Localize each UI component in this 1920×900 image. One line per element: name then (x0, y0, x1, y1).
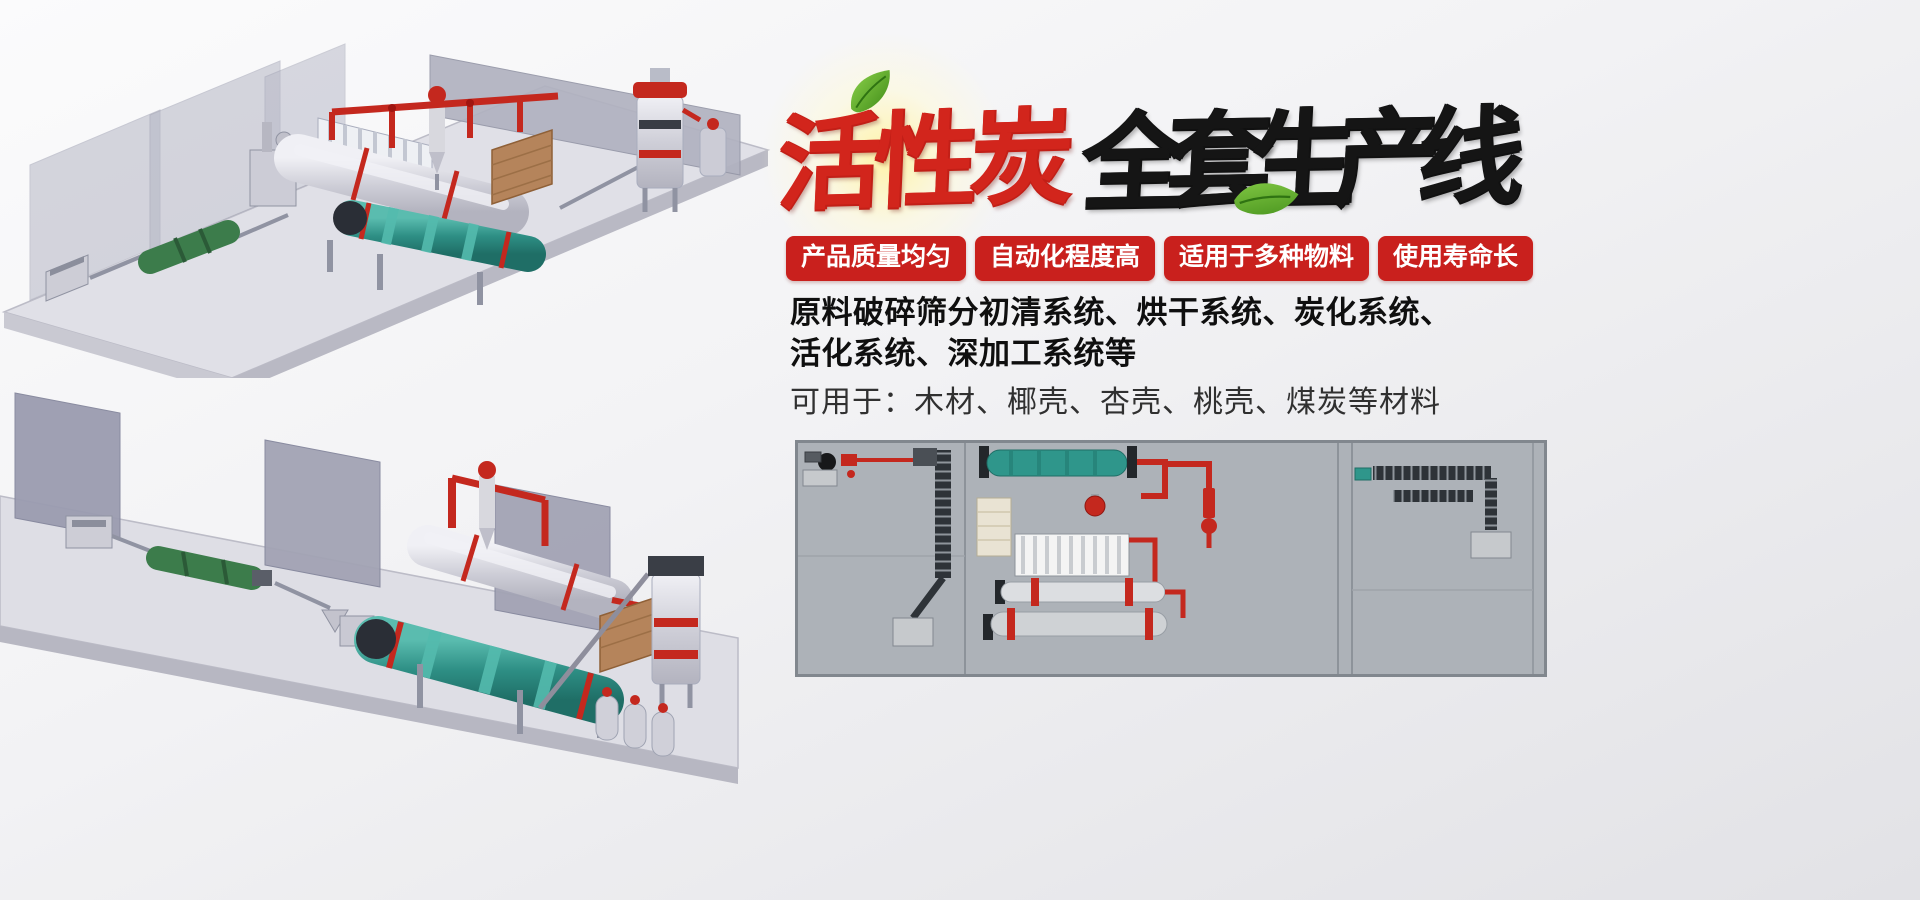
badge-lifespan: 使用寿命长 (1378, 236, 1534, 281)
inclined-conveyor (538, 572, 650, 710)
gray-cylinder-2 (983, 608, 1168, 640)
brick-furnace (491, 128, 553, 206)
teal-drum-plan (979, 446, 1137, 478)
systems-line-2: 活化系统、深加工系统等 (790, 336, 1137, 371)
badge-materials: 适用于多种物料 (1164, 236, 1370, 281)
layout-diagram-illustration (795, 440, 1547, 677)
green-drum (138, 220, 240, 274)
activation-furnace (559, 68, 727, 212)
furnace-tower-2 (648, 556, 704, 708)
bottom-render-illustration (0, 392, 739, 784)
red-pipes-plan (1084, 459, 1217, 548)
production-line-3d-render-bottom (0, 378, 760, 900)
feed-hopper-2 (65, 515, 113, 549)
production-line-3d-render-top (0, 0, 780, 378)
badge-product-quality: 产品质量均匀 (786, 236, 967, 281)
support-legs (327, 240, 483, 305)
badge-automation: 自动化程度高 (975, 236, 1156, 281)
rotary-dryer-drum-2 (407, 525, 633, 621)
top-render-illustration (1, 43, 771, 378)
systems-line-1: 原料破碎筛分初清系统、烘干系统、炭化系统、 (790, 295, 1452, 330)
conveyor-4 (274, 581, 331, 610)
title-black-text: 全套生产线 (1078, 98, 1505, 224)
description-block: 原料破碎筛分初清系统、烘干系统、炭化系统、 活化系统、深加工系统等 可用于：木材… (790, 292, 1540, 422)
feature-badges: 产品质量均匀 自动化程度高 适用于多种物料 使用寿命长 (786, 236, 1534, 281)
carbonization-drum (333, 200, 546, 272)
leaf-icon (851, 70, 890, 113)
cyclone-filter-2 (478, 461, 496, 550)
feed-box (892, 617, 934, 647)
materials-line: 可用于：木材、椰壳、杏壳、桃壳、煤炭等材料 (790, 386, 1441, 419)
rotary-dryer-drum (274, 134, 529, 236)
conveyor-2 (229, 213, 289, 242)
green-drum-2 (146, 546, 272, 590)
feed-chute (910, 575, 946, 621)
production-line-layout-diagram (795, 440, 1547, 677)
packing-conveyors (1354, 466, 1512, 559)
bucket-elevator (935, 450, 951, 578)
red-piping (329, 92, 559, 148)
title-red-text: 活性炭 (774, 100, 1069, 224)
leaf-icon (1234, 183, 1299, 215)
activation-drum (339, 615, 624, 724)
cooling-tanks (595, 687, 675, 757)
feed-hopper (45, 254, 89, 302)
cyclone-filter (428, 86, 446, 190)
page-title: 活性炭 全套生产线 (760, 32, 1553, 282)
brick-block-plan (976, 497, 1012, 557)
red-piping-2 (448, 474, 653, 611)
gray-cylinder-1 (995, 578, 1186, 618)
radiator-plan (1014, 533, 1158, 590)
